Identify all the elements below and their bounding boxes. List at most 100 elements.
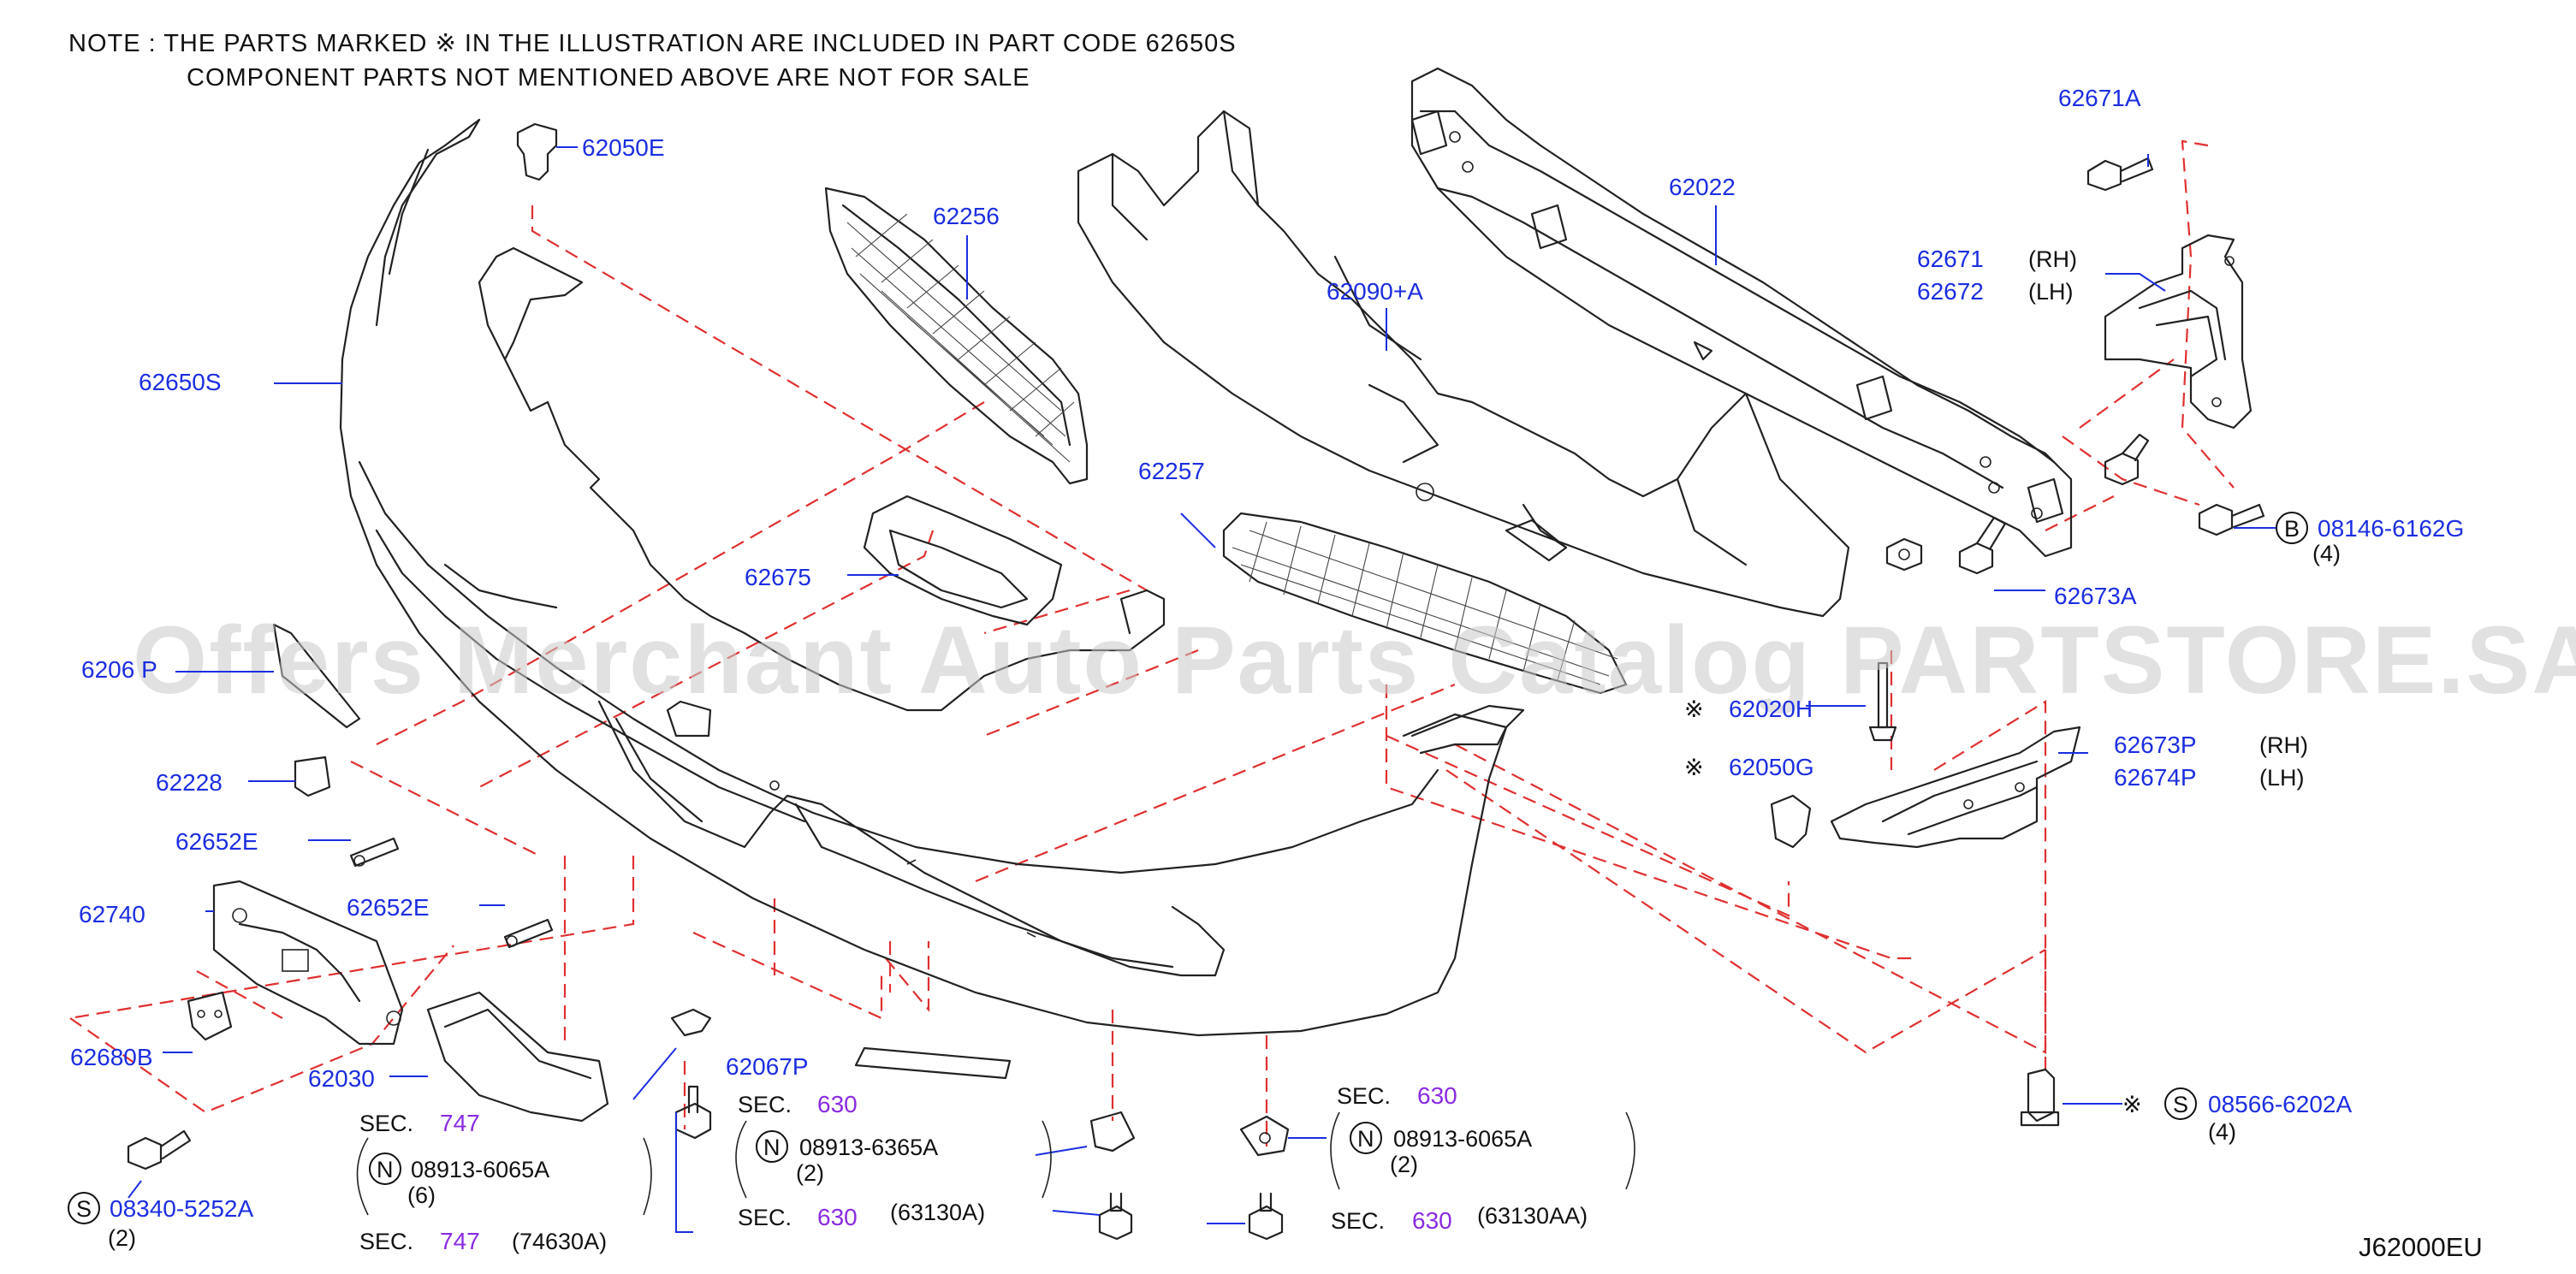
circle-n-3 — [1350, 1122, 1382, 1154]
sec-label-2: SEC. — [1331, 1208, 1385, 1234]
circle-b-letter: B — [2284, 516, 2300, 542]
screw-group-2 — [1089, 1111, 1136, 1241]
nut-62673a — [1885, 537, 1923, 572]
circle-n-3-letter: N — [1357, 1126, 1374, 1152]
upper-grille — [824, 187, 1089, 485]
bolt-qty: (2) — [1390, 1152, 1418, 1177]
clip-62652e-lower — [503, 918, 554, 949]
label-6206p: 6206 P — [81, 656, 157, 683]
diagram-code: J62000EU — [2359, 1232, 2483, 1262]
bracket-62206p — [272, 623, 361, 729]
circle-s-2-letter: S — [2173, 1092, 2188, 1117]
sec-group-630-b: SEC. 630 N 08913-6065A (2) SEC. 630 (631… — [1331, 1082, 1588, 1234]
label-62020h: 62020H — [1729, 696, 1813, 722]
label-rh-2: (RH) — [2259, 732, 2308, 758]
note-line-1: NOTE : THE PARTS MARKED ※ IN THE ILLUSTR… — [68, 30, 1237, 57]
clip-62050g — [1770, 794, 1812, 849]
bolt-08340 — [127, 1129, 192, 1170]
mark-62020h: ※ — [1684, 696, 1704, 722]
sec-label: SEC. — [738, 1092, 792, 1117]
circle-n-2-letter: N — [763, 1135, 781, 1160]
circle-n-1 — [369, 1153, 401, 1185]
label-62090a: 62090+A — [1327, 278, 1423, 305]
label-62740: 62740 — [79, 901, 145, 927]
bolt-08146 — [2198, 503, 2265, 536]
label-62050g: 62050G — [1729, 754, 1814, 780]
side-bracket-upper — [2104, 234, 2253, 430]
fog-cover-62228 — [294, 756, 331, 797]
sec-number-2[interactable]: 630 — [1412, 1207, 1452, 1234]
label-rh-1: (RH) — [2028, 246, 2077, 272]
label-62256: 62256 — [933, 203, 1000, 229]
sec-ref: (63130A) — [890, 1200, 985, 1225]
bolt-part-no: 08913-6065A — [411, 1157, 549, 1182]
lower-grille — [1222, 512, 1628, 695]
bolt-08566 — [2020, 1068, 2060, 1127]
label-62673a: 62673A — [2054, 583, 2137, 609]
fog-lamp-bezel — [863, 495, 1063, 626]
push-clip-62050e — [516, 122, 558, 181]
qty-08566: (4) — [2208, 1119, 2236, 1145]
screw-group-3 — [1239, 1115, 1290, 1241]
bolt-part-no: 08913-6365A — [799, 1135, 938, 1160]
label-62671a: 62671A — [2058, 85, 2141, 111]
bolt-62671a — [2086, 157, 2154, 192]
rivet-62020h — [1868, 661, 1897, 742]
screw-group-1 — [670, 1008, 712, 1140]
label-lh-2: (LH) — [2259, 765, 2305, 791]
bolt-62673a-2 — [2104, 433, 2150, 486]
label-62650s: 62650S — [139, 369, 222, 395]
label-62067p: 62067P — [726, 1053, 809, 1080]
leader-lines — [128, 146, 2276, 1233]
label-62674p: 62674P — [2114, 764, 2197, 791]
bolt-qty: (2) — [796, 1160, 824, 1186]
qty-08340: (2) — [108, 1225, 136, 1251]
clip-62652e-upper — [349, 837, 400, 868]
assembly-lines — [69, 139, 2235, 1147]
circle-b — [2276, 512, 2308, 544]
bumper-reinforcement — [1410, 67, 2073, 558]
group-brackets — [356, 1111, 1635, 1216]
watermark: Offers Merchant Auto Parts Catalog PARTS… — [133, 607, 2576, 714]
sec-label: SEC. — [1337, 1083, 1391, 1109]
label-62672: 62672 — [1917, 278, 1984, 305]
sec-number[interactable]: 630 — [817, 1091, 858, 1117]
nut-plate-62680b — [187, 991, 233, 1041]
sec-number-2[interactable]: 630 — [817, 1204, 858, 1230]
circle-s-1 — [68, 1192, 100, 1224]
label-62257: 62257 — [1138, 458, 1205, 484]
label-62030: 62030 — [308, 1065, 375, 1092]
sec-number-2[interactable]: 747 — [440, 1228, 480, 1254]
side-bracket-lower — [1830, 726, 2081, 849]
mark-62050g: ※ — [1684, 755, 1704, 780]
bolt-part-no: 08913-6065A — [1393, 1126, 1532, 1152]
label-62675: 62675 — [745, 564, 811, 590]
label-62652e-upper: 62652E — [175, 828, 258, 855]
sec-group-747: SEC. 747 N 08913-6065A (6) SEC. 747 (746… — [359, 1110, 607, 1254]
label-62022: 62022 — [1669, 174, 1736, 200]
label-lh-1: (LH) — [2028, 279, 2074, 305]
circle-s-2 — [2164, 1087, 2197, 1120]
sec-label: SEC. — [359, 1111, 413, 1136]
sec-group-630-a: SEC. 630 N 08913-6365A (2) SEC. 630 (631… — [738, 1091, 985, 1230]
sec-number[interactable]: 630 — [1417, 1082, 1457, 1109]
tow-cover-62030 — [426, 991, 609, 1123]
mark-08566: ※ — [2122, 1092, 2142, 1117]
sec-number[interactable]: 747 — [440, 1110, 480, 1136]
note-line-2: COMPONENT PARTS NOT MENTIONED ABOVE ARE … — [187, 64, 1030, 92]
energy-absorber — [1077, 110, 1850, 618]
circle-n-2 — [756, 1130, 788, 1163]
label-62652e-lower: 62652E — [347, 894, 430, 921]
circle-n-1-letter: N — [377, 1157, 394, 1182]
sec-label-2: SEC. — [738, 1205, 792, 1230]
front-bumper-fascia — [339, 118, 1525, 1037]
sec-label-2: SEC. — [359, 1229, 413, 1254]
bolt-62673a — [1958, 516, 2007, 575]
bolt-qty: (6) — [407, 1182, 436, 1208]
label-08146: 08146-6162G — [2318, 515, 2464, 542]
label-62228: 62228 — [156, 769, 223, 796]
label-62680b: 62680B — [70, 1044, 153, 1070]
trim-strip-62067p — [854, 1046, 1012, 1080]
